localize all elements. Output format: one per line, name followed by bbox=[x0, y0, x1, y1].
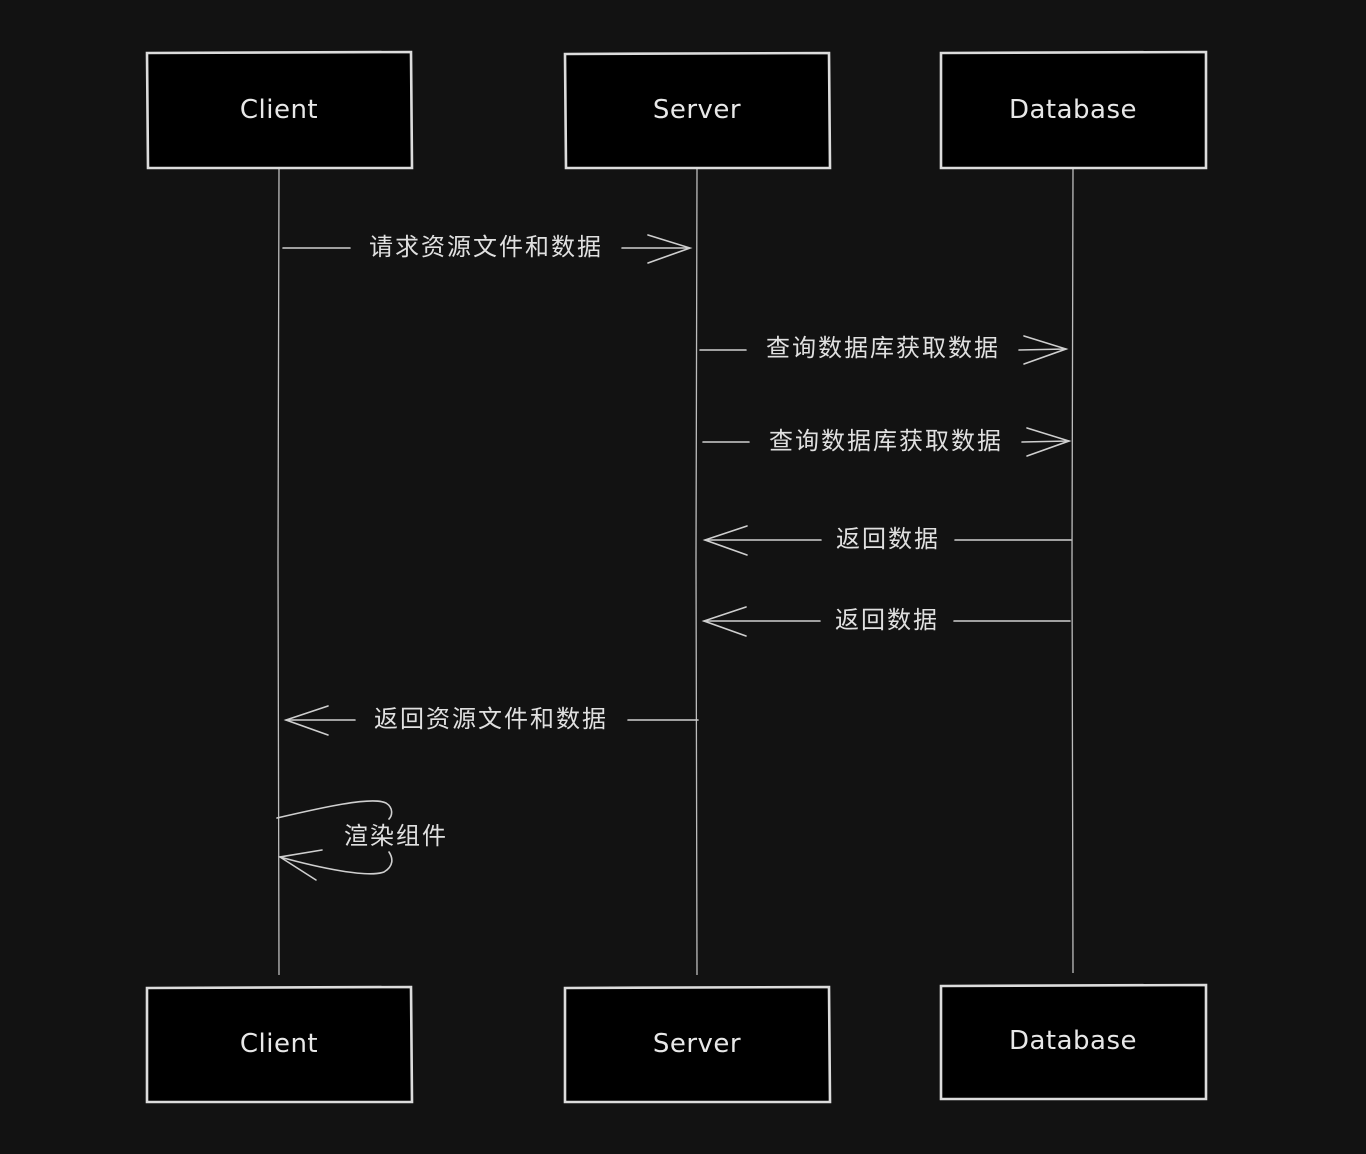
self-loop-line bbox=[279, 851, 393, 875]
participant-client-bottom[interactable]: Client bbox=[145, 985, 414, 1104]
participant-box bbox=[563, 51, 832, 170]
message-label: 返回资源文件和数据 bbox=[374, 705, 608, 733]
participant-label: Client bbox=[240, 1029, 318, 1059]
message-label: 查询数据库获取数据 bbox=[769, 427, 1003, 455]
message-return-resources[interactable]: 返回资源文件和数据 bbox=[283, 705, 699, 736]
arrowhead-left-icon bbox=[283, 705, 329, 736]
message-request-resources[interactable]: 请求资源文件和数据 bbox=[282, 233, 693, 264]
message-label: 查询数据库获取数据 bbox=[766, 334, 1000, 362]
lifelines bbox=[277, 167, 1074, 976]
participant-client-top[interactable]: Client bbox=[145, 50, 414, 170]
message-return-data-2[interactable]: 返回数据 bbox=[701, 606, 1071, 637]
lifeline-server bbox=[695, 167, 698, 976]
participant-server-top[interactable]: Server bbox=[563, 51, 832, 170]
arrowhead-right-icon bbox=[1023, 335, 1069, 365]
participant-box bbox=[145, 985, 414, 1104]
participant-database-bottom[interactable]: Database bbox=[939, 983, 1208, 1101]
participant-box bbox=[939, 50, 1208, 170]
participant-box bbox=[939, 983, 1208, 1101]
participant-label: Server bbox=[653, 95, 741, 125]
arrowhead-left-icon bbox=[277, 849, 323, 881]
participant-box bbox=[563, 985, 832, 1104]
participant-label: Database bbox=[1009, 95, 1137, 125]
arrowhead-left-icon bbox=[701, 606, 747, 637]
participant-server-bottom[interactable]: Server bbox=[563, 985, 832, 1104]
participant-database-top[interactable]: Database bbox=[939, 50, 1208, 170]
message-label: 渲染组件 bbox=[344, 822, 448, 850]
participant-box bbox=[145, 50, 414, 170]
participant-label: Database bbox=[1009, 1026, 1137, 1056]
arrowhead-right-icon bbox=[647, 234, 693, 264]
message-label: 请求资源文件和数据 bbox=[369, 233, 603, 261]
message-render-components[interactable]: 渲染组件 bbox=[276, 800, 448, 881]
self-loop-line bbox=[276, 800, 393, 820]
message-query-database-2[interactable]: 查询数据库获取数据 bbox=[702, 427, 1072, 457]
arrowhead-left-icon bbox=[702, 525, 748, 556]
participant-label: Client bbox=[240, 95, 318, 125]
message-query-database-1[interactable]: 查询数据库获取数据 bbox=[699, 334, 1069, 365]
message-return-data-1[interactable]: 返回数据 bbox=[702, 525, 1072, 556]
arrowhead-right-icon bbox=[1026, 427, 1072, 457]
message-line bbox=[1018, 348, 1067, 351]
lifeline-database bbox=[1071, 167, 1074, 974]
message-line bbox=[1021, 440, 1070, 443]
message-label: 返回数据 bbox=[836, 525, 940, 553]
participant-label: Server bbox=[653, 1029, 741, 1059]
message-label: 返回数据 bbox=[835, 606, 939, 634]
lifeline-client bbox=[277, 167, 280, 976]
